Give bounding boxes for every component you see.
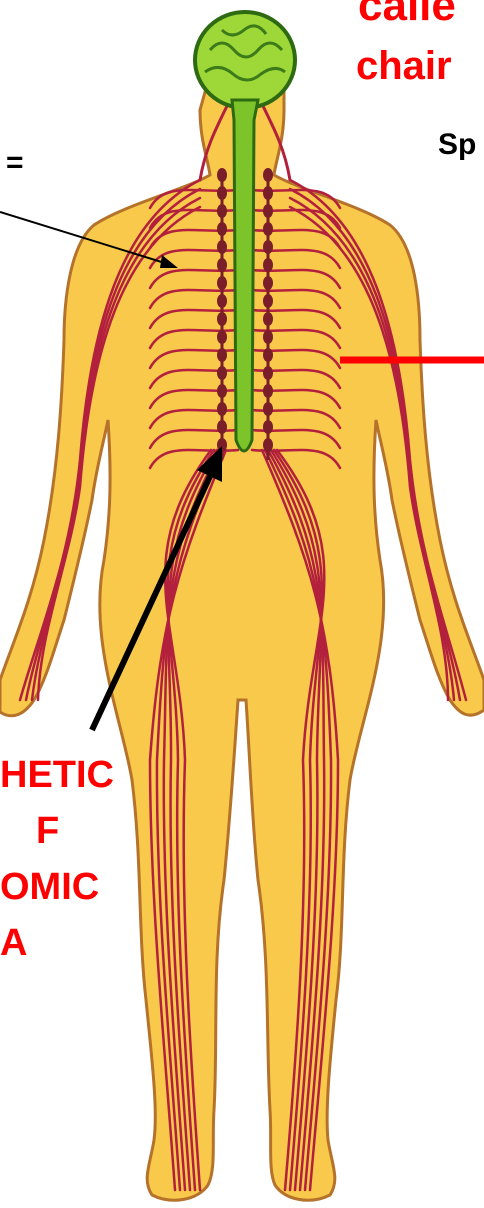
brain	[195, 12, 295, 108]
title-fragment-line2: chair	[356, 46, 452, 86]
title-fragment-line1: calle	[358, 0, 456, 28]
left-label-line4: A	[0, 924, 27, 962]
left-label-line2: F	[36, 812, 59, 850]
subtitle-fragment: Sp	[438, 130, 476, 160]
left-equals-sign: =	[6, 148, 24, 178]
left-label-line3: OMIC	[0, 868, 99, 906]
left-label-line1: HETIC	[0, 756, 114, 794]
